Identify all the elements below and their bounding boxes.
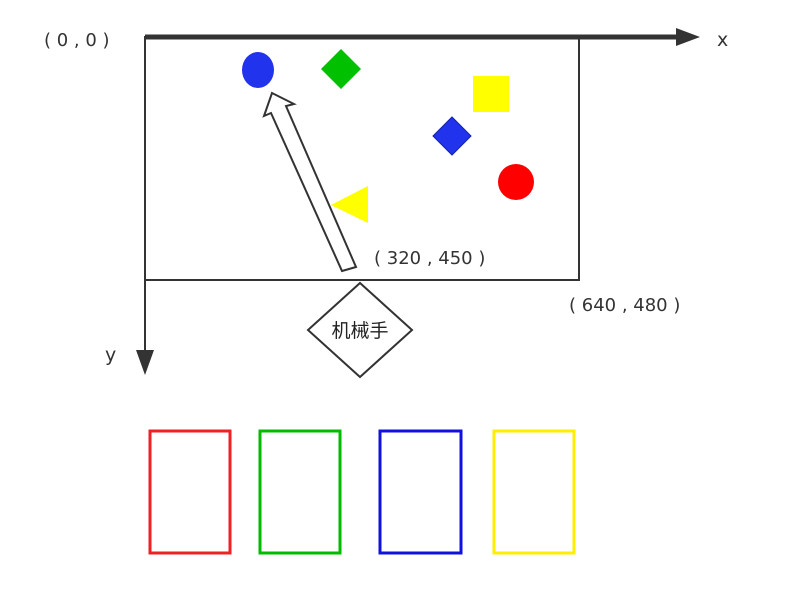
- yellow-bin: [492, 429, 576, 555]
- y-axis-label: y: [105, 344, 116, 366]
- red-bin: [148, 429, 232, 555]
- x-axis-arrowhead: [676, 28, 700, 46]
- y-axis-arrowhead: [136, 350, 154, 375]
- robot-arm-pointer: [262, 91, 358, 273]
- frame-corner-label: ( 640 , 480 ): [569, 295, 680, 316]
- red-circle-object: [498, 164, 534, 200]
- yellow-square-object: [473, 76, 509, 112]
- yellow-triangle-object: [331, 186, 368, 223]
- blue-bin: [378, 429, 463, 555]
- green-diamond-object: [321, 49, 361, 89]
- arm-point-label: ( 320 , 450 ): [374, 248, 485, 269]
- origin-label: ( 0 , 0 ): [44, 30, 110, 51]
- blue-circle-object: [242, 52, 274, 88]
- work-area-frame: [144, 36, 580, 281]
- blue-diamond-object: [432, 116, 472, 156]
- x-axis-label: x: [717, 29, 728, 51]
- robot-diamond: [306, 281, 414, 379]
- green-bin: [258, 429, 342, 555]
- robot-label: 机械手: [331, 320, 388, 342]
